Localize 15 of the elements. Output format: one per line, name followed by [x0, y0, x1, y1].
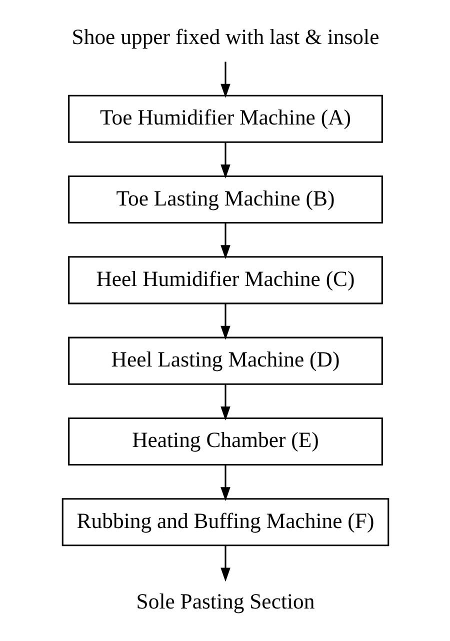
- node-box: Heating Chamber (E): [68, 417, 382, 466]
- arrow: [220, 384, 230, 420]
- node-text: Shoe upper fixed with last & insole: [71, 24, 379, 49]
- arrow: [220, 223, 230, 260]
- node-text: Sole Pasting Section: [136, 590, 314, 614]
- arrow: [220, 465, 230, 502]
- node-box: Toe Lasting Machine (B): [68, 175, 382, 224]
- arrow: [220, 546, 230, 582]
- node-box: Heel Lasting Machine (D): [68, 336, 382, 385]
- node-box: Toe Humidifier Machine (A): [68, 94, 382, 143]
- arrow: [220, 142, 230, 178]
- node-box: Heel Humidifier Machine (C): [68, 256, 382, 304]
- node-box: Rubbing and Buffing Machine (F): [61, 498, 389, 546]
- arrow: [220, 62, 230, 98]
- arrow: [220, 304, 230, 340]
